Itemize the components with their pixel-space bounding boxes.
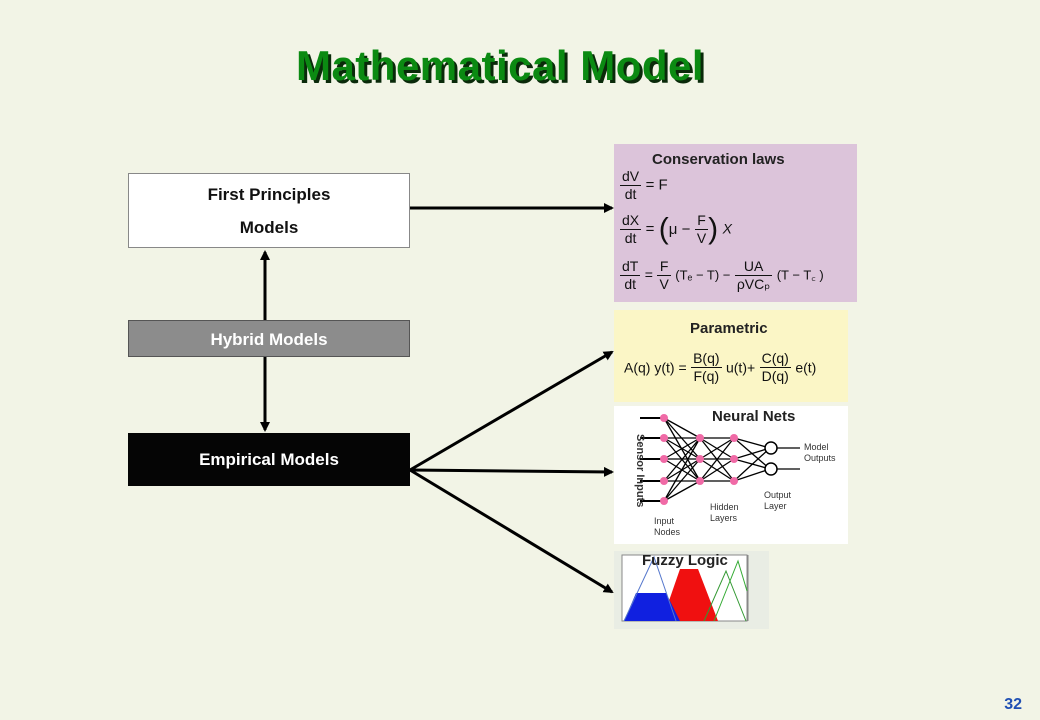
first-principles-line2: Models xyxy=(239,218,299,237)
page-number: 32 xyxy=(1004,696,1022,713)
neural-nets-label: Neural Nets xyxy=(712,408,796,425)
parametric-equation: A(q) y(t) = B(q)F(q) u(t)+ C(q)D(q) e(t) xyxy=(624,350,817,384)
parametric-panel: Parametric A(q) y(t) = B(q)F(q) u(t)+ C(… xyxy=(614,310,848,402)
first-principles-line1: First Principles xyxy=(207,185,331,204)
sensor-inputs-label: Sensor Inputs xyxy=(634,434,646,508)
output-layer-label: Output Layer xyxy=(764,490,792,511)
hybrid-models-box: Hybrid Models xyxy=(128,320,410,357)
fuzzy-blue-set xyxy=(624,593,680,621)
hidden-layers-label: Hidden Layers xyxy=(710,502,739,523)
first-principles-models-box: First Principles Models xyxy=(128,173,410,248)
conservation-laws-label: Conservation laws xyxy=(652,151,785,168)
slide-title: Mathematical Model xyxy=(295,42,705,89)
parametric-label: Parametric xyxy=(690,320,768,337)
input-nodes-label: Input Nodes xyxy=(654,516,681,537)
neural-nets-panel: Neural Nets xyxy=(614,406,848,544)
fuzzy-membership-chart xyxy=(621,554,749,622)
empirical-models-box: Empirical Models xyxy=(128,433,410,486)
arrow-empirical-to-fuzzy xyxy=(409,468,614,594)
fuzzy-red-set xyxy=(662,569,718,621)
neural-network-diagram xyxy=(640,414,800,505)
fuzzy-logic-panel: Fuzzy Logic xyxy=(614,551,769,629)
fuzzy-logic-label: Fuzzy Logic xyxy=(642,552,728,569)
arrow-empirical-to-parametric xyxy=(409,350,614,472)
model-outputs-label: Model Outputs xyxy=(804,442,836,463)
arrow-empirical-to-neural xyxy=(409,466,614,477)
